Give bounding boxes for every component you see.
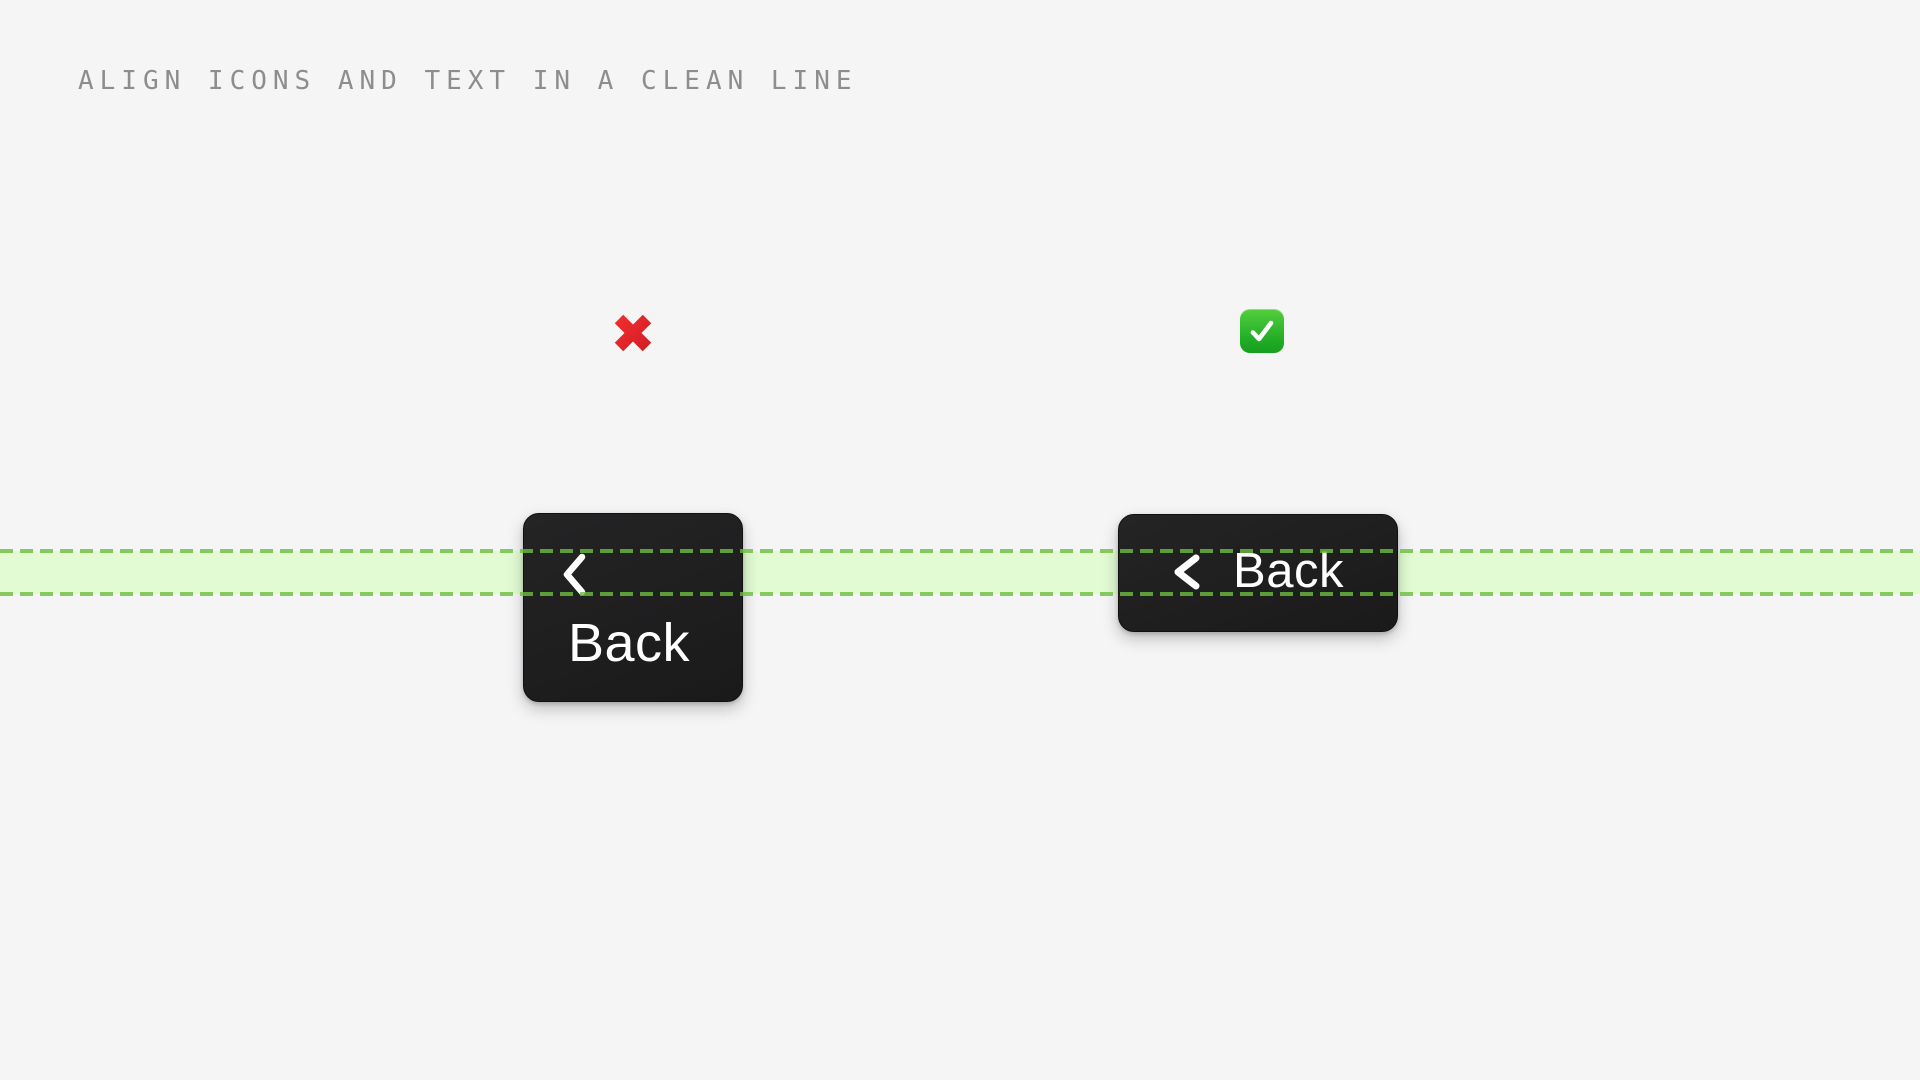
back-button-label: Back — [568, 613, 691, 673]
cross-mark-icon — [608, 308, 658, 358]
back-button-misaligned[interactable]: Back — [523, 513, 743, 702]
chevron-left-icon — [562, 553, 586, 599]
check-mark-icon — [1240, 309, 1284, 353]
back-button-label: Back — [1233, 543, 1344, 598]
alignment-guide-dash-top — [0, 549, 1920, 553]
alignment-guide-band — [0, 551, 1920, 594]
back-button-aligned[interactable]: Back — [1118, 514, 1398, 632]
alignment-guide-dash-bottom — [0, 592, 1920, 596]
chevron-left-icon — [1172, 554, 1201, 593]
page-title: ALIGN ICONS AND TEXT IN A CLEAN LINE — [78, 66, 858, 96]
